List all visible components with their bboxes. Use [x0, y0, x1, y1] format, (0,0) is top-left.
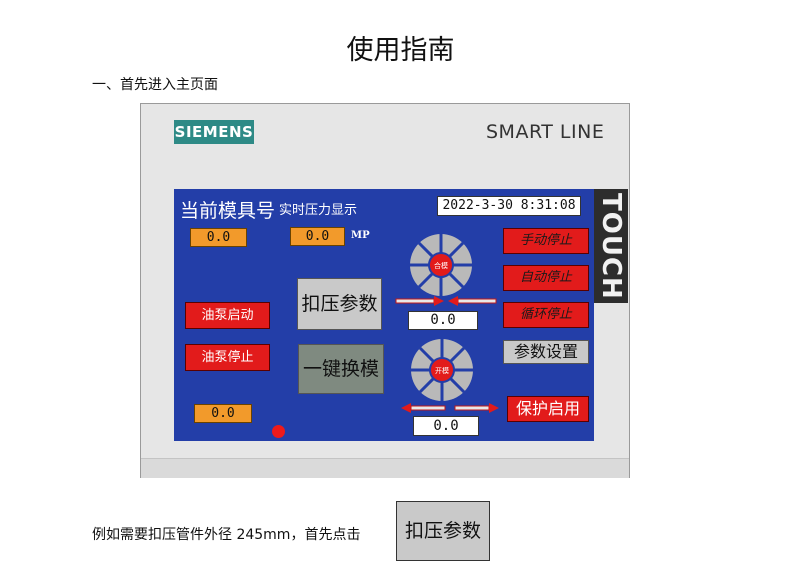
close-mold-label: 合模 — [434, 261, 448, 270]
pump-start-button[interactable]: 油泵启动 — [185, 302, 270, 329]
model-label: SMART LINE — [486, 121, 605, 143]
mold-number-value: 0.0 — [190, 228, 247, 247]
manual-stop-button[interactable]: 手动停止 — [503, 228, 589, 254]
protect-enable-button[interactable]: 保护启用 — [507, 396, 589, 422]
close-arrows-icon — [395, 296, 497, 306]
open-arrows-icon — [401, 403, 499, 413]
one-key-change-mold-button[interactable]: 一键换模 — [298, 344, 384, 394]
pump-stop-button[interactable]: 油泵停止 — [185, 344, 270, 371]
touch-label: TOUCH — [596, 192, 626, 300]
pressure-value: 0.0 — [290, 227, 345, 246]
current-mold-title: 当前模具号 — [180, 200, 276, 222]
example-crimp-params-button: 扣压参数 — [396, 501, 490, 561]
upper-gauge-value: 0.0 — [408, 311, 478, 330]
realtime-pressure-label: 实时压力显示 — [279, 203, 358, 218]
cycle-stop-button[interactable]: 循环停止 — [503, 302, 589, 328]
crimp-params-button[interactable]: 扣压参数 — [297, 278, 382, 330]
status-indicator-dot — [272, 425, 285, 438]
auto-stop-button[interactable]: 自动停止 — [503, 265, 589, 291]
touch-strip — [594, 189, 628, 303]
lower-gauge-value: 0.0 — [413, 416, 479, 436]
open-mold-gauge-icon: 开模 — [411, 339, 473, 401]
hmi-panel-bezel-bottom — [141, 458, 629, 478]
datetime-display: 2022-3-30 8:31:08 — [437, 196, 581, 216]
open-mold-label: 开模 — [435, 366, 449, 375]
pressure-unit: MP — [351, 230, 370, 241]
document-title: 使用指南 — [346, 35, 455, 66]
section-heading: 一、首先进入主页面 — [92, 77, 218, 93]
bottom-value: 0.0 — [194, 404, 252, 423]
param-settings-button[interactable]: 参数设置 — [503, 340, 589, 364]
example-instruction: 例如需要扣压管件外径 245mm，首先点击 — [92, 527, 361, 543]
siemens-logo: SIEMENS — [174, 120, 254, 144]
close-mold-gauge-icon: 合模 — [410, 234, 472, 296]
